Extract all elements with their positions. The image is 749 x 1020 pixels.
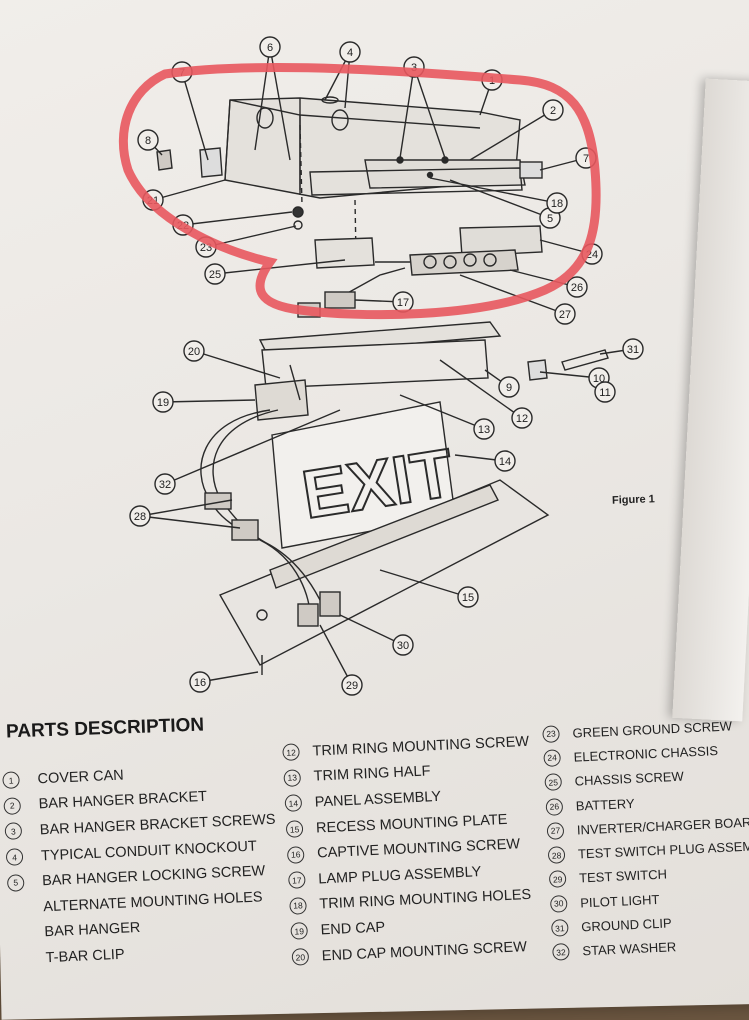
part-label: END CAP MOUNTING SCREW — [321, 938, 528, 964]
part-label: RECESS MOUNTING PLATE — [315, 811, 508, 837]
part-label: BAR HANGER BRACKET — [38, 789, 208, 813]
callout-number: 7 — [583, 153, 589, 165]
part-number-badge: 23 — [542, 724, 560, 743]
callout-number: 4 — [347, 47, 353, 59]
callout-number: 9 — [506, 382, 512, 394]
callout-circle — [511, 407, 533, 429]
callout-circle — [392, 634, 414, 656]
callout-number: 15 — [462, 592, 474, 604]
part-number-badge: 17 — [287, 871, 306, 890]
part-label: ELECTRONIC CHASSIS — [573, 742, 719, 765]
part-label: GROUND CLIP — [580, 915, 672, 935]
part-number-badge: 27 — [546, 821, 565, 840]
callout-circle — [152, 391, 174, 413]
callout-circle — [554, 303, 576, 325]
callout-circle — [137, 129, 159, 151]
callout-circle — [154, 473, 176, 495]
callout-number: 13 — [478, 424, 490, 436]
part-label: BAR HANGER — [44, 920, 141, 941]
part-number-badge: 31 — [550, 919, 569, 937]
callout-number: 19 — [157, 397, 169, 409]
part-number-badge: 16 — [286, 845, 305, 864]
callout-circle — [457, 586, 479, 608]
callout-circle — [622, 338, 644, 360]
part-number-badge: 30 — [549, 894, 568, 913]
part-number-badge: 20 — [291, 948, 310, 966]
callout-number: 6 — [267, 42, 273, 54]
callout-circle — [204, 263, 226, 285]
part-number-badge: 32 — [552, 943, 570, 962]
callout-number: 30 — [397, 640, 409, 652]
callout-circle — [542, 99, 564, 121]
callout-number: 11 — [599, 387, 610, 399]
callout-number: 12 — [516, 413, 528, 425]
callout-circle — [183, 340, 205, 362]
part-number-badge: 28 — [547, 846, 566, 864]
part-label: TRIM RING HALF — [313, 763, 431, 785]
part-label: STAR WASHER — [582, 939, 677, 959]
part-number-badge: 13 — [283, 769, 302, 787]
callout-number: 27 — [559, 309, 571, 321]
part-label: CHASSIS SCREW — [574, 768, 685, 789]
callout-circle — [189, 671, 211, 693]
callout-number: 8 — [145, 135, 151, 147]
diagram-linework — [139, 46, 634, 686]
figure-label: Figure 1 — [611, 493, 655, 507]
part-number-badge: 19 — [290, 922, 309, 941]
red-highlight-circle — [118, 63, 601, 320]
callout-number: 20 — [188, 346, 200, 358]
part-label: COVER CAN — [37, 767, 125, 788]
part-label: GREEN GROUND SCREW — [572, 718, 733, 741]
part-label: PANEL ASSEMBLY — [314, 788, 442, 811]
callout-number: 14 — [499, 456, 511, 468]
part-label: INVERTER/CHARGER BOARD — [576, 814, 749, 838]
callout-circle — [546, 192, 568, 214]
callout-circle — [566, 276, 588, 298]
callout-number: 32 — [159, 479, 171, 491]
callout-circle — [259, 36, 281, 58]
callout-circle — [339, 41, 361, 63]
callout-number: 26 — [571, 282, 583, 294]
callout-number: 16 — [194, 677, 206, 689]
callout-circle — [498, 376, 520, 398]
callout-circle — [594, 381, 616, 403]
part-label: T-BAR CLIP — [45, 946, 125, 967]
callout-circle — [494, 450, 516, 472]
part-number-badge: 25 — [544, 773, 563, 792]
part-number-badge: 2 — [3, 797, 22, 815]
callout-circle — [341, 674, 363, 696]
part-number-badge: 15 — [285, 820, 304, 838]
exploded-view-diagram: EXIT 12345677891011121314151617181920212… — [118, 36, 644, 696]
part-number-badge: 1 — [2, 771, 20, 790]
callout-circle — [473, 418, 495, 440]
part-label: PILOT LIGHT — [579, 891, 660, 911]
part-label: LAMP PLUG ASSEMBLY — [317, 863, 482, 888]
part-number-badge: 3 — [4, 822, 23, 841]
callout-circle — [129, 505, 151, 527]
part-number-badge: 14 — [284, 794, 303, 813]
parts-list-column-3: 23 GREEN GROUND SCREW 24 ELECTRONIC CHASSIS… — [542, 712, 749, 965]
part-number-badge: 4 — [5, 848, 24, 866]
callout-number: 17 — [397, 297, 409, 309]
part-number-badge: 24 — [543, 749, 562, 767]
part-label: TEST SWITCH — [578, 866, 668, 886]
callout-number: 28 — [134, 511, 146, 523]
callout-number: 25 — [209, 269, 221, 281]
callout-number: 2 — [550, 105, 556, 117]
part-number-badge: 29 — [548, 870, 567, 889]
part-number-badge: 26 — [545, 797, 564, 816]
part-label: END CAP — [320, 919, 386, 939]
part-number-badge: 12 — [282, 743, 300, 762]
callout-number: 5 — [547, 213, 553, 225]
part-number-badge: 5 — [6, 873, 25, 892]
callout-group: 1234567789101112131415161718192021222324… — [129, 36, 644, 696]
part-label: BATTERY — [575, 795, 635, 814]
part-label: TEST SWITCH PLUG ASSEMBLY — [577, 837, 749, 862]
callout-number: 31 — [627, 344, 639, 356]
callout-number: 29 — [346, 680, 358, 692]
part-number-badge: 18 — [289, 896, 307, 915]
callout-number: 18 — [551, 198, 563, 210]
